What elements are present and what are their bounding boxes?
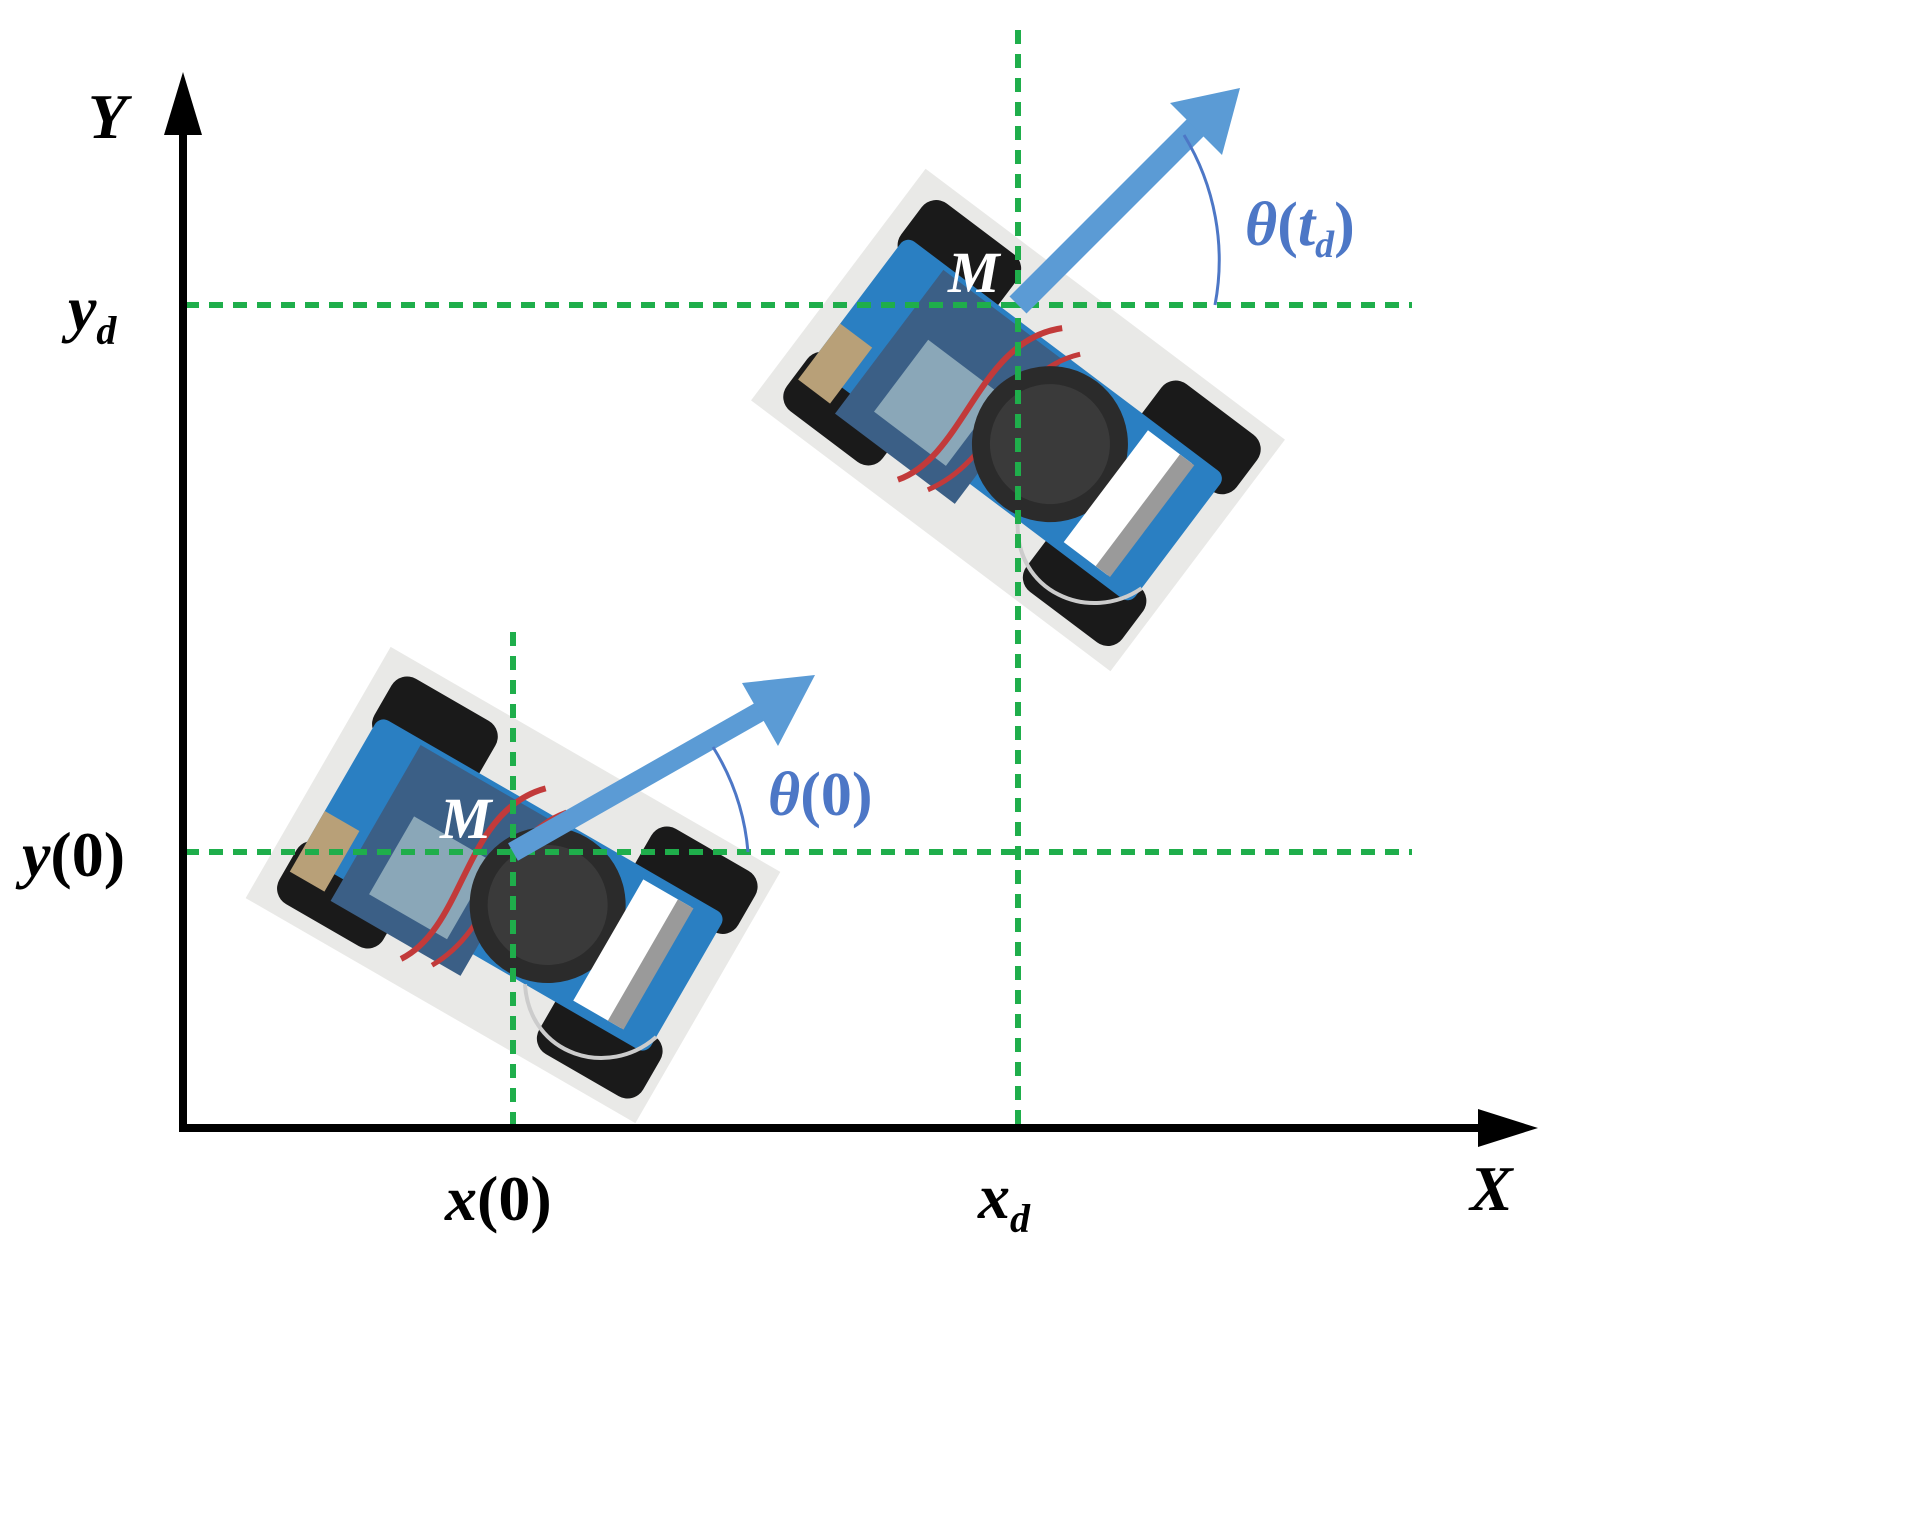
point-label-start: M xyxy=(439,786,494,851)
heading-arrow-target xyxy=(1009,88,1240,314)
x-axis-label: X xyxy=(1468,1153,1514,1224)
angle-arc-target xyxy=(1182,134,1221,306)
y-axis-label: Y xyxy=(88,81,132,152)
y-axis-arrowhead xyxy=(164,72,202,135)
x-axis-arrowhead xyxy=(1478,1109,1538,1147)
angle-label-start: θ(0) xyxy=(768,761,872,829)
heading-arrow-start xyxy=(508,675,815,861)
tick-label-y-target: yd xyxy=(61,273,117,353)
angle-arc-start xyxy=(711,746,750,853)
tick-label-y-start: y(0) xyxy=(15,819,125,890)
point-label-target: M xyxy=(947,240,1002,305)
tick-label-x-target: xd xyxy=(977,1161,1031,1241)
tick-label-x-start: x(0) xyxy=(444,1163,552,1234)
angle-label-target: θ(td) xyxy=(1245,191,1355,266)
